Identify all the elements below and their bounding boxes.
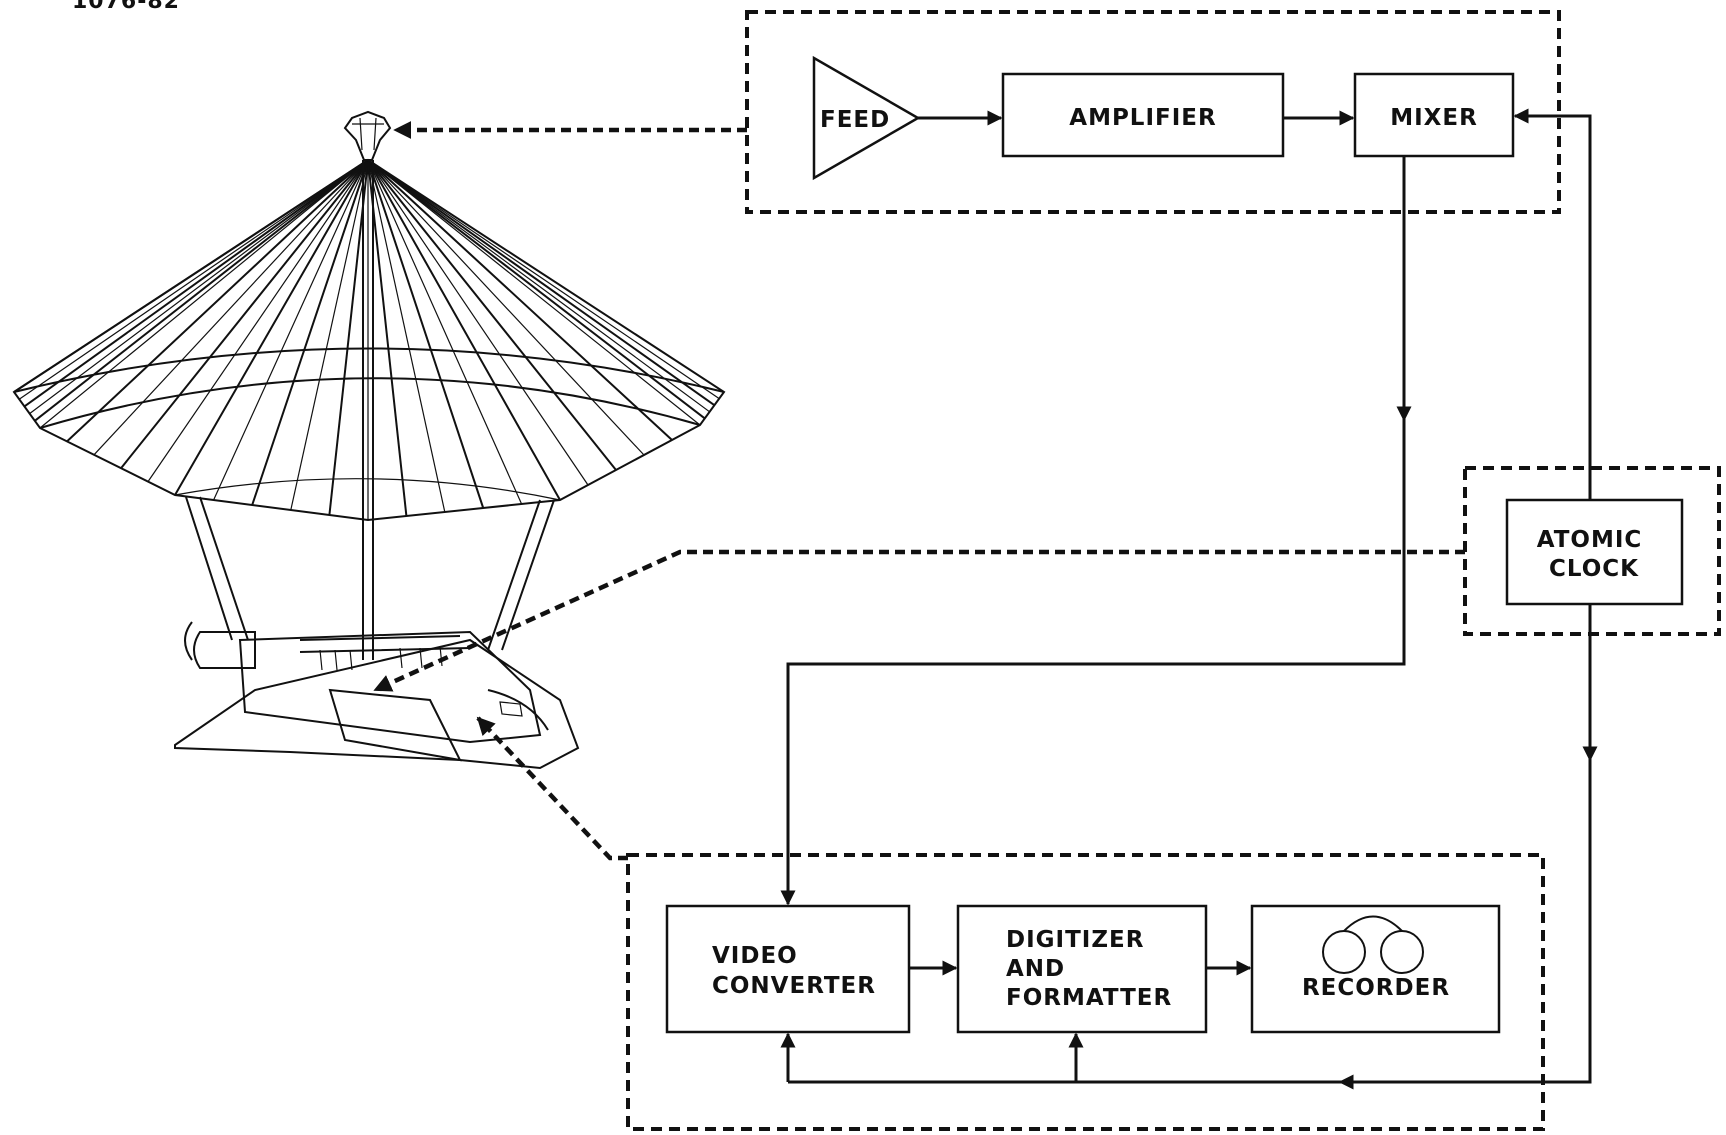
receiver-group-boundary	[745, 10, 1561, 214]
digitizer-label-line2: AND	[1006, 956, 1065, 982]
canopy-rib	[367, 159, 645, 456]
canopy-rib	[367, 159, 673, 441]
antenna-canopy	[12, 158, 726, 522]
group-location-leaders	[373, 121, 1465, 861]
space-shuttle-icon	[174, 621, 580, 770]
video-converter-block: VIDEO CONVERTER	[665, 904, 911, 1034]
canopy-rib	[39, 159, 369, 429]
svg-text:DIGITIZER AND FORM: DIGITIZER AND FORMATTER	[1006, 927, 1172, 1011]
digitizer-formatter-block: DIGITIZER AND FORMATTER	[956, 904, 1208, 1034]
canopy-rib	[66, 159, 369, 443]
canopy-rib	[367, 159, 523, 505]
mixer-label: MIXER	[1390, 105, 1478, 131]
digitizer-label-line1: DIGITIZER	[1006, 927, 1144, 953]
canopy-rib	[367, 159, 715, 407]
canopy-rib	[367, 159, 589, 486]
canopy-rib	[328, 159, 369, 516]
canopy-rib	[367, 159, 710, 413]
amplifier-block: AMPLIFIER	[1001, 72, 1285, 158]
canopy-rib	[13, 159, 369, 393]
tape-reels-icon	[1322, 915, 1424, 974]
canopy-rib	[174, 159, 369, 496]
canopy-rib	[34, 159, 369, 422]
canopy-rib	[367, 159, 446, 513]
feed-label: FEED	[820, 107, 890, 133]
canopy-rib	[367, 159, 617, 471]
recorder-block: RECORDER	[1250, 904, 1501, 1034]
atomic-clock-label-line1: ATOMIC	[1537, 527, 1643, 553]
feed-block: FEED	[812, 55, 921, 181]
feed-horn-icon	[343, 110, 392, 161]
canopy-rib	[367, 159, 706, 420]
video-converter-label-line1: VIDEO	[712, 943, 798, 969]
signal-connections	[780, 108, 1598, 1090]
canopy-rib	[29, 159, 369, 415]
canopy-rib	[367, 159, 485, 509]
digitizer-label-line3: FORMATTER	[1006, 985, 1172, 1011]
video-converter-label-line2: CONVERTER	[712, 973, 876, 999]
canopy-rib	[213, 159, 369, 501]
recorder-label: RECORDER	[1302, 975, 1450, 1001]
amplifier-label: AMPLIFIER	[1069, 105, 1216, 131]
atomic-clock-label-line2: CLOCK	[1549, 556, 1639, 582]
mixer-block: MIXER	[1353, 72, 1515, 158]
canopy-rib	[290, 159, 369, 511]
canopy-rib	[367, 159, 720, 400]
figure-id: 1076-82	[72, 0, 180, 14]
canopy-rib	[147, 159, 369, 482]
canopy-rib	[367, 159, 561, 501]
atomic-clock-block: ATOMIC CLOCK	[1505, 498, 1684, 606]
svg-text:ATOMIC CLOCK: ATOMIC CLOCK	[1537, 527, 1652, 582]
canopy-rib	[120, 159, 369, 469]
canopy-rib	[93, 159, 369, 456]
recording-group-boundary	[626, 853, 1545, 1131]
canopy-rib	[367, 159, 408, 517]
canopy-rib	[23, 159, 369, 408]
shuttle-antenna-illustration	[12, 110, 726, 770]
svg-text:VIDEO CONVERTER: VIDEO CONVERTER	[712, 943, 876, 999]
canopy-rib	[251, 159, 369, 506]
canopy-rib	[18, 159, 369, 400]
canopy-rib	[367, 159, 701, 426]
